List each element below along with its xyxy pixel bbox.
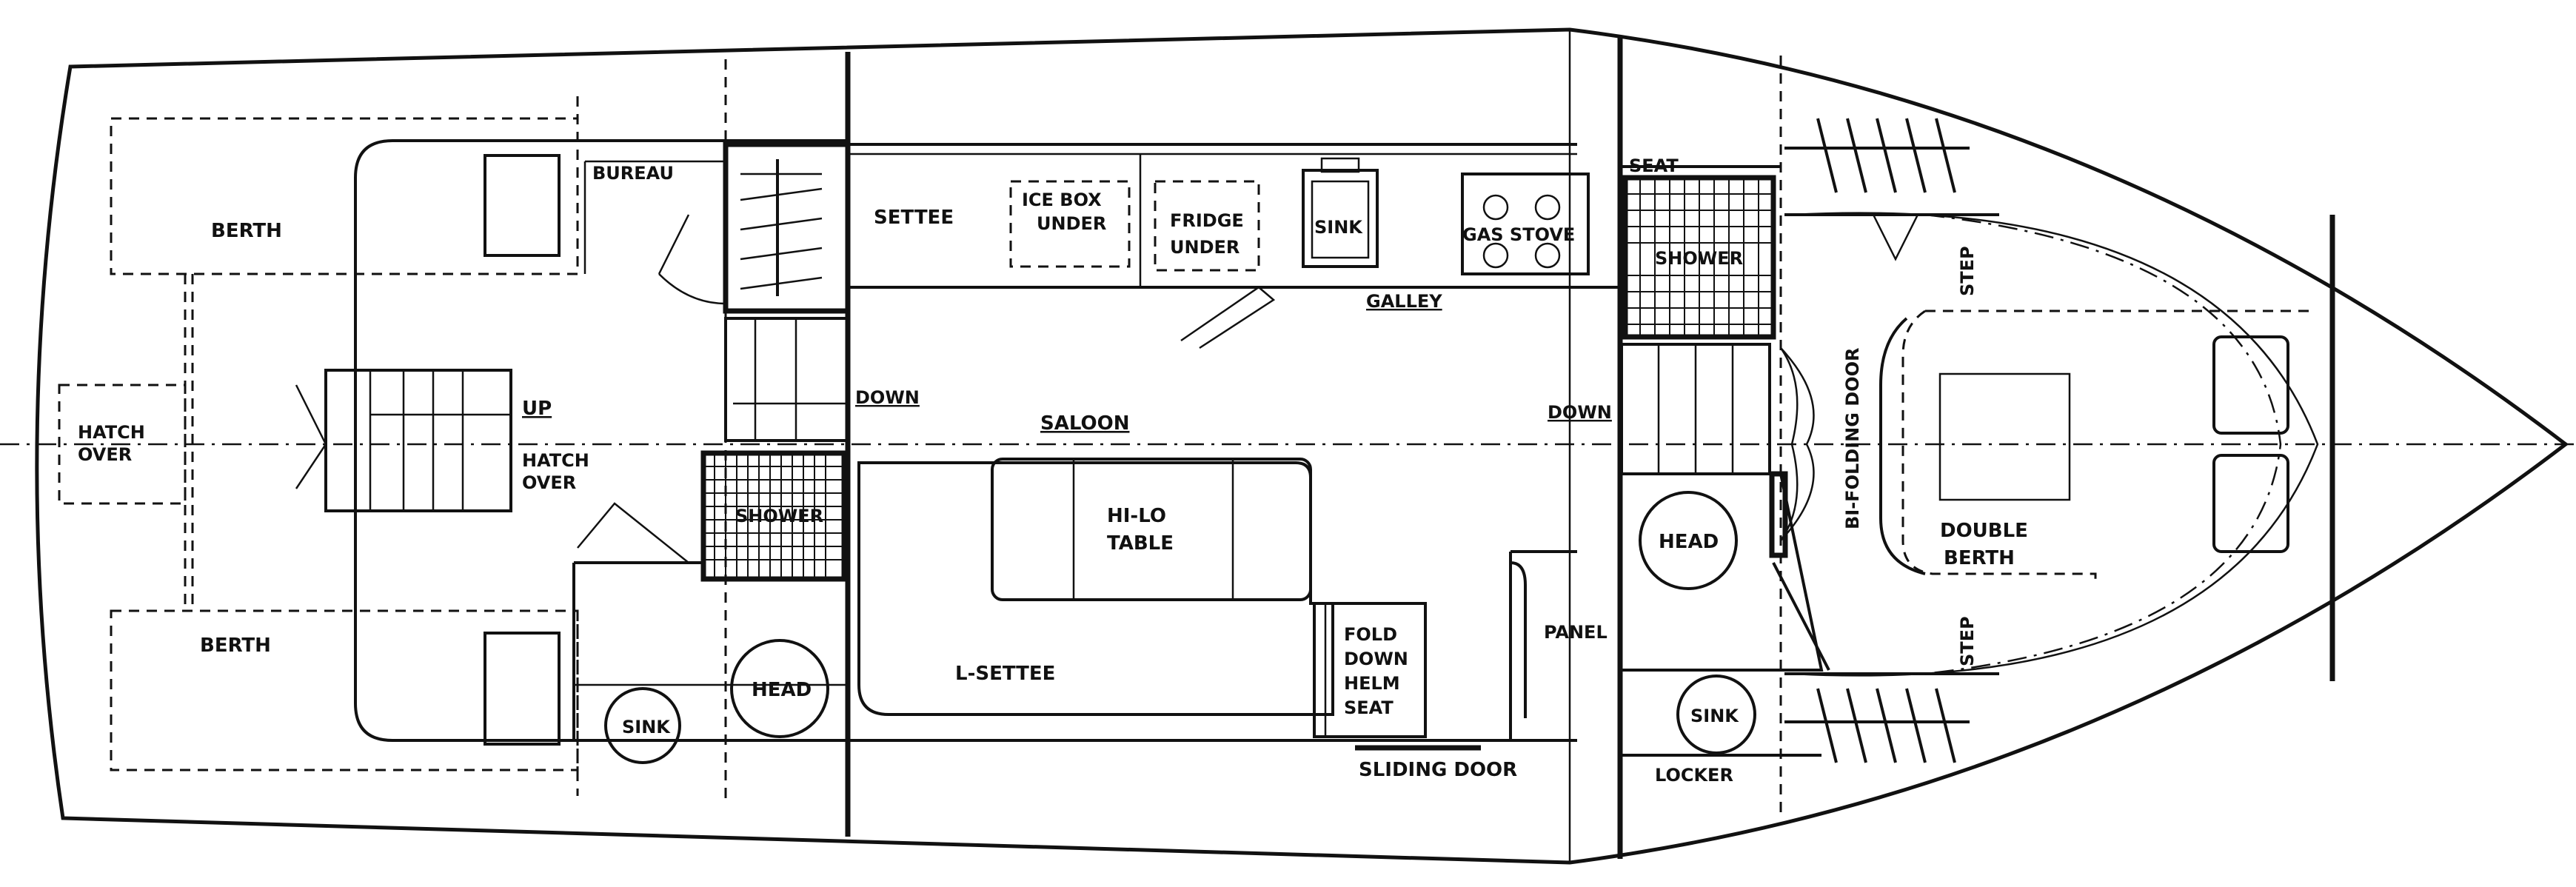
galley-sink — [1302, 169, 1379, 268]
label-l-settee: L-SETTEE — [955, 663, 1055, 685]
label-seat: SEAT — [1629, 155, 1679, 176]
label-shower-aft: SHOWER — [735, 506, 823, 526]
label-step-top: STEP — [1957, 246, 1978, 296]
label-ice-box-1: ICE BOX — [1022, 190, 1102, 210]
shower-stall-aft — [700, 450, 847, 582]
berth-top — [110, 117, 579, 275]
double-berth — [1901, 309, 2310, 585]
pillow-fwd-bottom — [2212, 454, 2289, 553]
label-settee: SETTEE — [874, 207, 954, 229]
hi-lo-table — [991, 458, 1312, 601]
label-panel: PANEL — [1544, 622, 1608, 643]
label-up: UP — [522, 398, 552, 420]
berth-bottom — [110, 609, 579, 771]
fridge — [1154, 180, 1260, 272]
label-head-fwd: HEAD — [1659, 531, 1719, 553]
label-hatch-over-mid-1: HATCH — [522, 450, 589, 471]
bi-folding-door — [1780, 347, 1815, 541]
label-sink-fwd: SINK — [1690, 706, 1739, 726]
label-locker: LOCKER — [1655, 765, 1733, 786]
helm-seat — [1313, 602, 1427, 738]
label-ice-box-2: UNDER — [1037, 213, 1106, 234]
label-helm-2: DOWN — [1344, 649, 1408, 669]
helm-panel — [1509, 550, 1577, 740]
toilet-fwd — [1639, 491, 1738, 590]
label-step-bottom: STEP — [1957, 616, 1978, 666]
label-bi-folding-door: BI-FOLDING DOOR — [1842, 348, 1863, 529]
label-sink-aft: SINK — [622, 717, 671, 737]
shower-area-aft — [723, 141, 851, 314]
hatch-over-fwd — [1938, 372, 2071, 501]
label-berth-bottom: BERTH — [200, 635, 271, 657]
label-helm-3: HELM — [1344, 673, 1400, 694]
ice-box — [1009, 180, 1131, 268]
step-bottom — [1784, 688, 1970, 763]
shower-grid-aft — [703, 453, 844, 579]
label-sliding-door: SLIDING DOOR — [1359, 759, 1517, 781]
stairs-down-aft — [724, 317, 849, 442]
pillow-top-aft — [484, 154, 561, 257]
aft-cabin-wall — [354, 139, 1577, 742]
stairs-aft — [324, 369, 512, 512]
label-double-berth-1: DOUBLE — [1940, 520, 2028, 542]
label-sink-galley: SINK — [1314, 217, 1363, 238]
label-galley: GALLEY — [1366, 291, 1442, 312]
label-hi-lo-1: HI-LO — [1107, 505, 1166, 527]
v-berth-outline — [1791, 212, 2319, 677]
label-hi-lo-2: TABLE — [1107, 532, 1174, 555]
gas-stove — [1461, 173, 1590, 275]
pillow-bottom-aft — [484, 632, 561, 746]
step-top — [1784, 118, 1970, 193]
pillow-fwd-top — [2212, 335, 2289, 435]
label-down-fwd: DOWN — [1548, 402, 1612, 423]
label-helm-4: SEAT — [1344, 697, 1394, 718]
label-fridge-1: FRIDGE — [1170, 210, 1244, 231]
label-bureau: BUREAU — [592, 163, 674, 184]
label-head-aft: HEAD — [752, 679, 812, 701]
label-berth-top: BERTH — [211, 220, 282, 242]
toilet-aft — [730, 639, 829, 738]
sink-fwd — [1676, 675, 1756, 754]
label-double-berth-2: BERTH — [1944, 547, 2015, 569]
hatch-over-left — [58, 384, 187, 505]
label-hatch-over-left-2: OVER — [78, 444, 132, 465]
sink-aft — [604, 687, 681, 764]
label-hatch-over-left-1: HATCH — [78, 422, 145, 443]
l-settee — [857, 461, 1334, 716]
hull-outline — [35, 27, 2569, 865]
label-down-aft: DOWN — [855, 387, 920, 408]
label-fridge-2: UNDER — [1170, 237, 1240, 258]
label-saloon: SALOON — [1040, 412, 1129, 435]
label-helm-1: FOLD — [1344, 624, 1397, 645]
label-shower-fwd: SHOWER — [1655, 248, 1743, 269]
label-hatch-over-mid-2: OVER — [522, 472, 576, 493]
label-gas-stove: GAS STOVE — [1462, 224, 1575, 245]
